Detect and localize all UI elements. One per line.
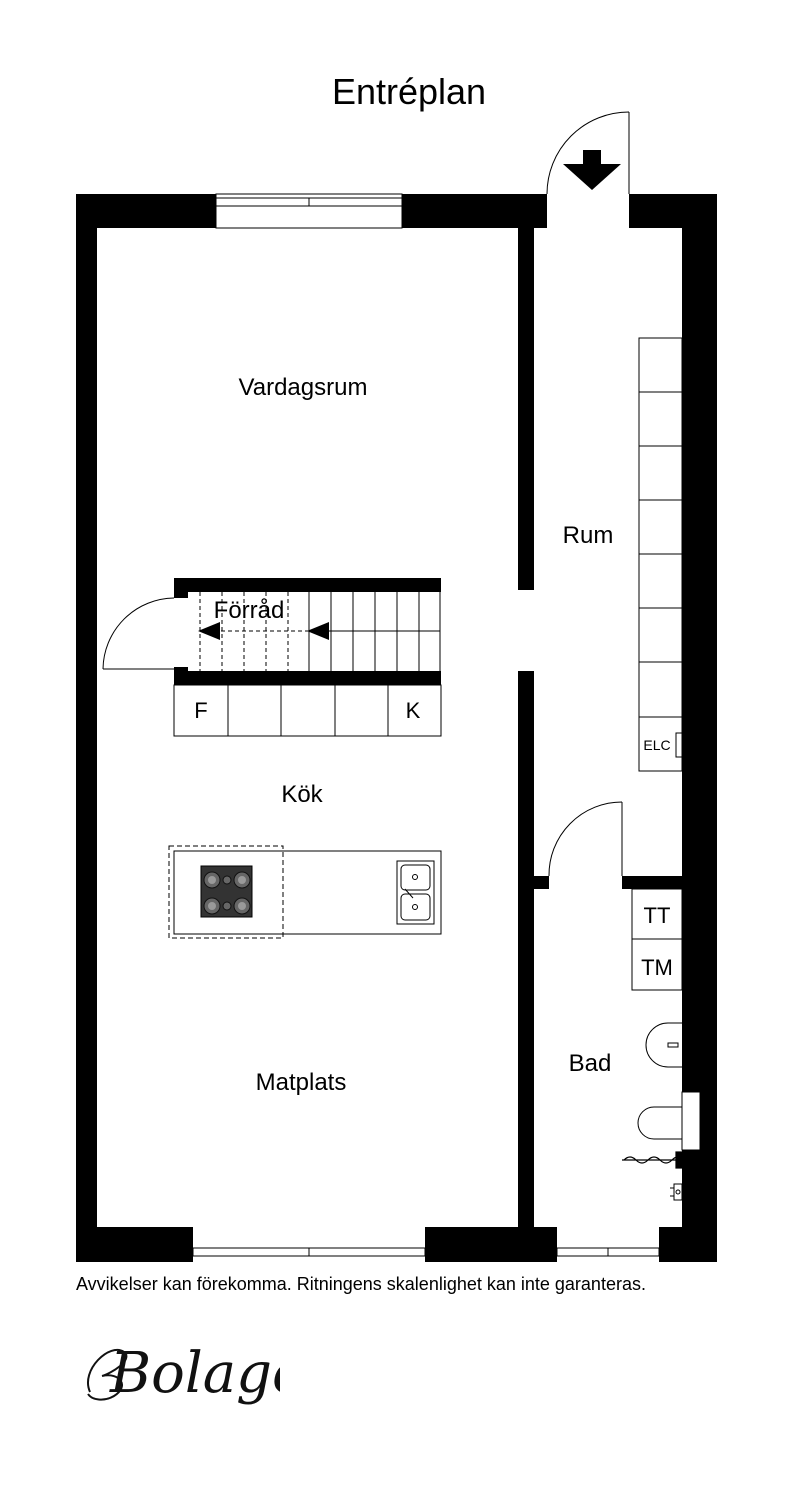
- storage-door: [102, 597, 188, 670]
- bathroom-door: [548, 801, 623, 877]
- company-logo: Bolaget: [87, 1341, 280, 1406]
- kitchen-counter: [173, 684, 442, 737]
- dryer-label: TT: [644, 903, 671, 928]
- wardrobe: [638, 337, 683, 772]
- window-bottom-right: [556, 1247, 660, 1257]
- window-bottom-left: [192, 1247, 426, 1257]
- room-label-vardagsrum: Vardagsrum: [239, 374, 368, 401]
- kitchen-island: [168, 845, 442, 939]
- entrance-door: [546, 111, 630, 195]
- room-label-matplats: Matplats: [256, 1069, 347, 1096]
- disclaimer-text: Avvikelser kan förekomma. Ritningens ska…: [76, 1274, 646, 1294]
- room-label-kok: Kök: [281, 781, 323, 808]
- sink-icon: [396, 860, 435, 925]
- plan-title: Entréplan: [332, 71, 486, 112]
- washer-label: TM: [641, 955, 673, 980]
- outer-walls: [76, 194, 717, 1262]
- room-label-rum: Rum: [563, 522, 614, 549]
- interior-walls: [518, 228, 682, 1227]
- arrow-left-icon: [198, 622, 220, 640]
- window-top: [215, 193, 403, 229]
- staircase: [174, 578, 441, 685]
- arrow-left-icon: [307, 622, 329, 640]
- room-label-forrad: Förråd: [214, 597, 285, 624]
- radiator-icon: [622, 1151, 683, 1169]
- arrow-down-icon: [563, 150, 621, 190]
- stove-icon: [200, 865, 253, 918]
- shower-icon: [670, 1183, 683, 1201]
- fridge-label: F: [194, 698, 207, 723]
- logo-text: Bolaget: [109, 1341, 280, 1406]
- freezer-label: K: [406, 698, 421, 723]
- electric-cabinet-label: ELC: [643, 737, 670, 753]
- laundry-units: [631, 888, 683, 991]
- room-label-bad: Bad: [569, 1050, 612, 1077]
- washbasin-icon: [645, 1022, 682, 1068]
- toilet-icon: [637, 1091, 701, 1151]
